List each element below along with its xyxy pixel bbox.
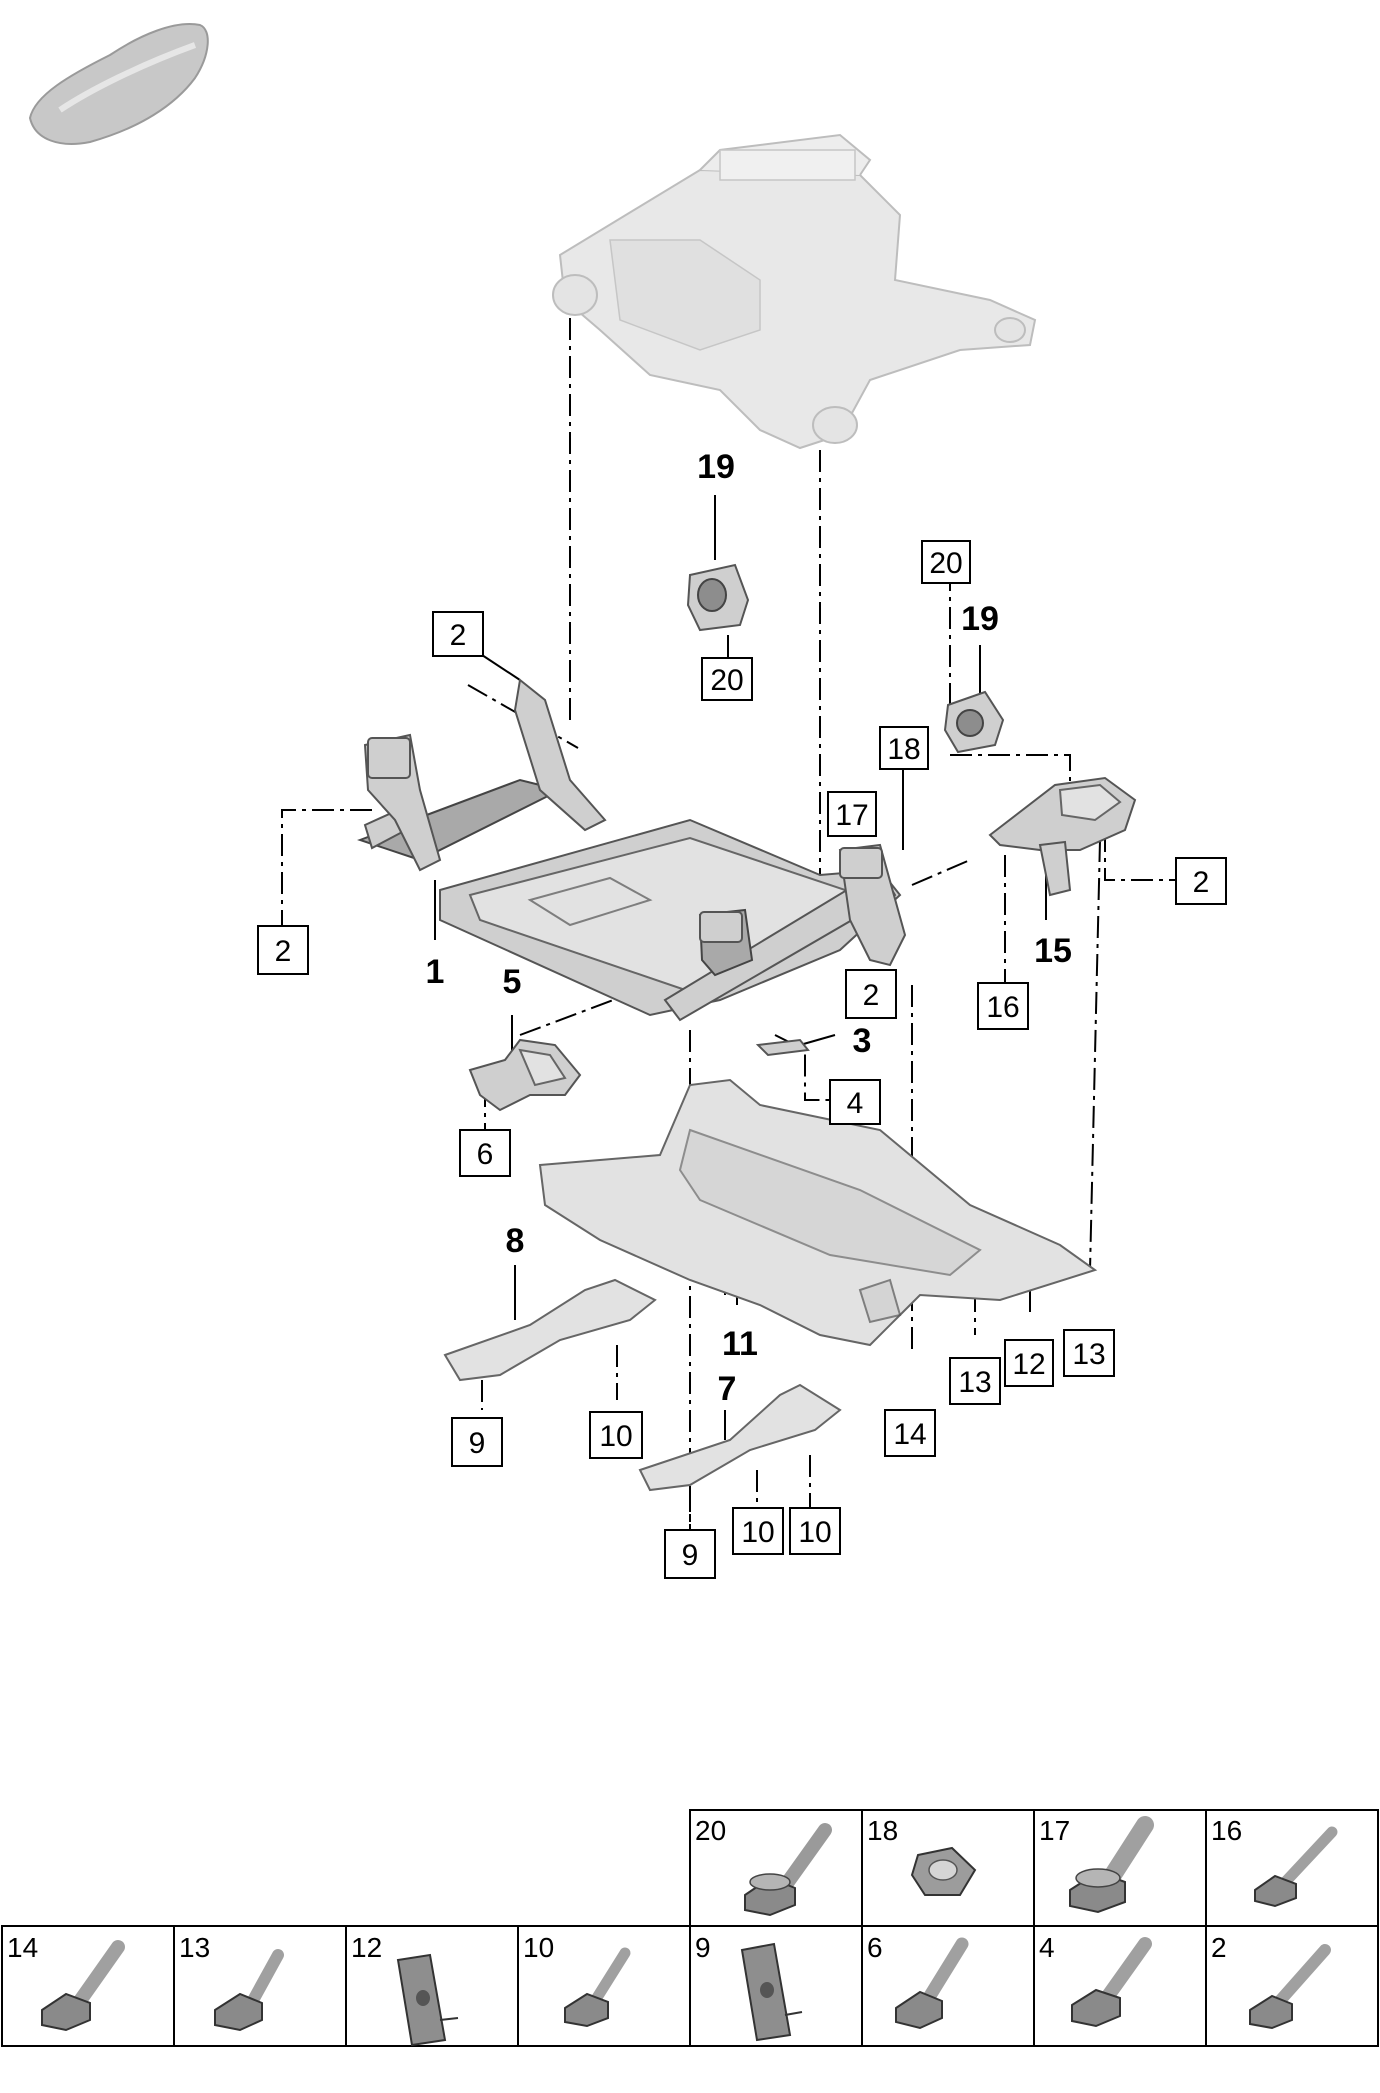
callout-box-9-left: 9 bbox=[451, 1417, 503, 1467]
flange-nut-18-icon bbox=[910, 1846, 977, 1896]
table-cell-number: 18 bbox=[867, 1815, 898, 1846]
svg-text:6: 6 bbox=[477, 1138, 494, 1171]
callout-box-12: 12 bbox=[1004, 1339, 1054, 1387]
car-silhouette-icon bbox=[28, 23, 209, 145]
callout-1: 1 bbox=[426, 953, 445, 991]
bolt-17-icon bbox=[1069, 1816, 1154, 1914]
callout-box-2-right: 2 bbox=[1175, 857, 1227, 905]
svg-text:13: 13 bbox=[958, 1366, 991, 1399]
callout-box-18: 18 bbox=[879, 726, 929, 770]
callout-5: 5 bbox=[503, 963, 522, 1001]
callout-box-20-right: 20 bbox=[921, 540, 971, 584]
callout-box-10-center: 10 bbox=[732, 1507, 784, 1555]
bolt-4-icon bbox=[1071, 1937, 1152, 2028]
callout-box-10-left: 10 bbox=[589, 1411, 643, 1459]
callout-box-2-left: 2 bbox=[257, 925, 309, 975]
callout-box-20-center: 20 bbox=[701, 657, 753, 701]
svg-text:16: 16 bbox=[986, 991, 1019, 1024]
solid-leader-lines bbox=[434, 495, 1047, 1440]
reinforcement-plate-8 bbox=[443, 1278, 657, 1382]
callout-box-4: 4 bbox=[829, 1079, 881, 1125]
fastener-table: 20 18 17 16 14 13 12 10 9 6 4 2 bbox=[1, 1809, 1379, 2047]
svg-text:10: 10 bbox=[798, 1516, 831, 1549]
bolt-20-icon bbox=[744, 1823, 832, 1917]
reinforcement-plate-7 bbox=[638, 1383, 842, 1492]
callout-box-16: 16 bbox=[977, 982, 1029, 1030]
callout-11: 11 bbox=[722, 1325, 758, 1363]
clip-nut-12-icon bbox=[396, 1953, 459, 2047]
electric-drive-unit bbox=[552, 133, 1037, 450]
callout-box-14: 14 bbox=[884, 1409, 936, 1457]
table-cell-number: 9 bbox=[695, 1932, 711, 1963]
svg-text:2: 2 bbox=[863, 979, 880, 1012]
svg-text:2: 2 bbox=[1193, 866, 1210, 899]
callout-box-10-right: 10 bbox=[789, 1507, 841, 1555]
callout-box-6: 6 bbox=[459, 1129, 511, 1177]
clip-nut-9-icon bbox=[740, 1942, 803, 2042]
mount-bracket-5 bbox=[468, 1038, 582, 1112]
callout-box-17: 17 bbox=[827, 791, 877, 837]
table-cell-number: 17 bbox=[1039, 1815, 1070, 1846]
bolt-16-icon bbox=[1254, 1826, 1338, 1908]
svg-text:4: 4 bbox=[847, 1087, 864, 1120]
callout-15: 15 bbox=[1034, 932, 1072, 970]
svg-text:14: 14 bbox=[893, 1418, 926, 1451]
callout-box-9-center: 9 bbox=[664, 1529, 716, 1579]
callout-box-2-center: 2 bbox=[845, 969, 897, 1019]
table-cell-number: 16 bbox=[1211, 1815, 1242, 1846]
callout-box-13-right: 13 bbox=[1063, 1329, 1115, 1377]
svg-text:18: 18 bbox=[887, 733, 920, 766]
callout-3: 3 bbox=[853, 1022, 872, 1060]
rubber-mount-19-center bbox=[686, 563, 750, 632]
svg-text:9: 9 bbox=[682, 1539, 699, 1572]
svg-text:10: 10 bbox=[599, 1420, 632, 1453]
svg-text:2: 2 bbox=[450, 619, 467, 652]
rubber-mount-19-right bbox=[943, 690, 1005, 754]
front-subframe bbox=[357, 678, 907, 1022]
svg-text:2: 2 bbox=[275, 935, 292, 968]
table-cell-number: 12 bbox=[351, 1932, 382, 1963]
svg-text:13: 13 bbox=[1072, 1338, 1105, 1371]
svg-text:9: 9 bbox=[469, 1427, 486, 1460]
table-cell-number: 10 bbox=[523, 1932, 554, 1963]
table-cell-number: 13 bbox=[179, 1932, 210, 1963]
svg-text:10: 10 bbox=[741, 1516, 774, 1549]
mount-bracket-15 bbox=[988, 776, 1137, 897]
underbody-panel-11 bbox=[538, 1078, 1098, 1347]
svg-text:12: 12 bbox=[1012, 1348, 1045, 1381]
svg-text:20: 20 bbox=[710, 664, 743, 697]
table-cell-number: 4 bbox=[1039, 1932, 1055, 1963]
table-cell-number: 6 bbox=[867, 1932, 883, 1963]
bolt-2-icon bbox=[1249, 1944, 1331, 2030]
table-cell-number: 14 bbox=[7, 1932, 38, 1963]
bracket-3 bbox=[755, 1038, 810, 1057]
callout-19-center: 19 bbox=[697, 448, 735, 486]
bolt-10-icon bbox=[564, 1947, 631, 2028]
callout-7: 7 bbox=[718, 1370, 737, 1408]
table-cell-number: 2 bbox=[1211, 1932, 1227, 1963]
bolt-14-icon bbox=[41, 1940, 125, 2032]
svg-text:17: 17 bbox=[835, 799, 868, 832]
svg-text:20: 20 bbox=[929, 547, 962, 580]
table-cell-number: 20 bbox=[695, 1815, 726, 1846]
bolt-6-icon bbox=[895, 1937, 969, 2030]
callout-box-2-upper: 2 bbox=[432, 611, 484, 657]
callout-box-13-left: 13 bbox=[949, 1357, 1001, 1405]
callout-19-right: 19 bbox=[961, 600, 999, 638]
bolt-13-icon bbox=[214, 1949, 284, 2032]
callout-8: 8 bbox=[506, 1222, 525, 1260]
